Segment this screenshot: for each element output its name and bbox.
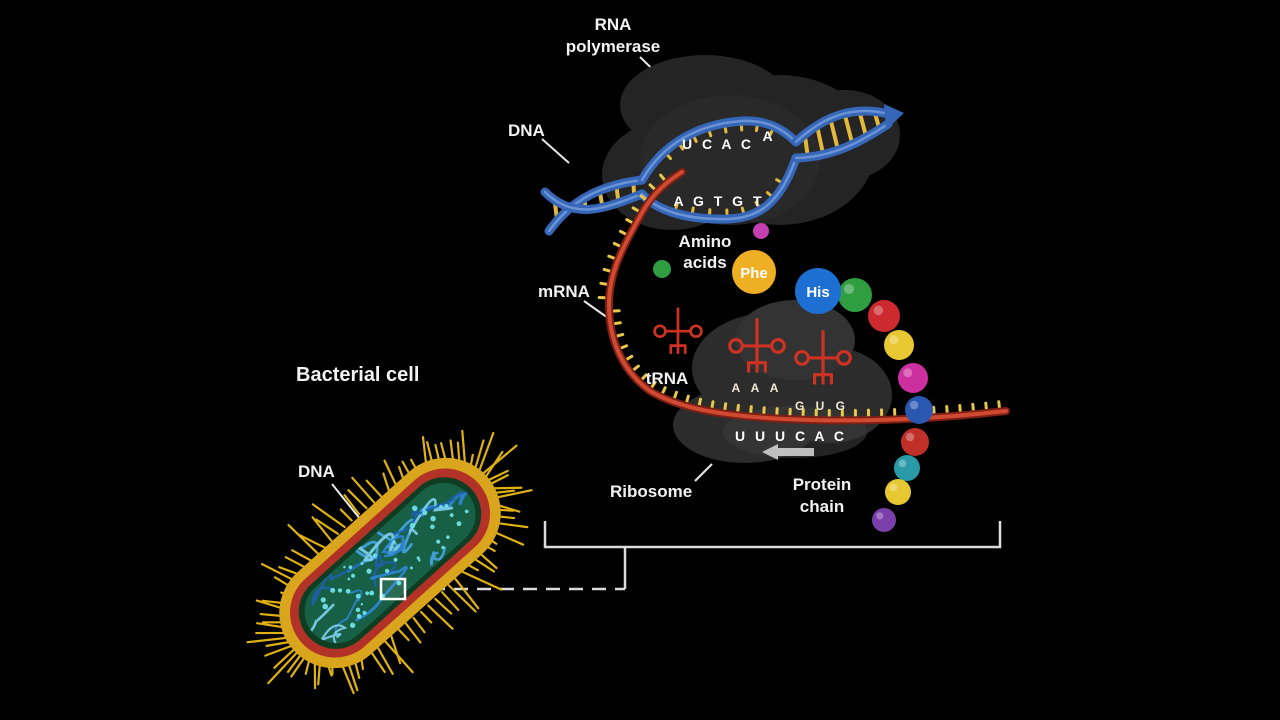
ribosome-label: Ribosome — [610, 482, 692, 501]
bacterial-cell-fimbriae — [246, 429, 533, 695]
trna-label: tRNA — [646, 369, 689, 388]
bubble-top-next-base: A — [762, 128, 775, 144]
amino-acids-label-line2: acids — [683, 253, 726, 272]
phe-label: Phe — [740, 265, 768, 282]
anticodon-aaa: A A A — [732, 381, 783, 395]
anticodon-gug: G U G — [795, 399, 849, 413]
bacterial-cell-label: Bacterial cell — [296, 364, 419, 386]
dna-cell-label: DNA — [298, 462, 335, 481]
rna-polymerase-label-line1: RNA — [595, 15, 632, 34]
mrna-pointer — [583, 300, 609, 319]
bubble-bottom-sequence: A G T G T — [673, 193, 764, 209]
mrna-label: mRNA — [538, 282, 590, 301]
protein-chain-label-line1: Protein — [793, 475, 852, 494]
ribosome-pointer — [694, 463, 713, 482]
dna-top-label: DNA — [508, 121, 545, 140]
his-label: His — [806, 284, 829, 301]
rna-polymerase-label-line2: polymerase — [566, 37, 661, 56]
bubble-top-sequence: U C A C — [682, 136, 754, 152]
zoom-bracket — [408, 521, 1002, 591]
zoom-region-box — [379, 577, 407, 601]
amino-acid-dot-magenta — [753, 223, 769, 239]
bacterial-cell-body — [279, 457, 501, 669]
ribosome-direction-arrow-icon — [762, 444, 814, 460]
bracket-line — [543, 521, 1002, 549]
his-amino-acid — [795, 268, 841, 314]
amino-acid-dot-green — [653, 260, 671, 278]
dna-helix — [540, 104, 904, 236]
protein-chain — [838, 278, 933, 532]
amino-acids-label-line1: Amino — [679, 232, 732, 251]
protein-chain-label-line2: chain — [800, 497, 844, 516]
mrna-strand — [597, 168, 1010, 425]
phe-amino-acid — [732, 250, 776, 294]
dna-top-pointer — [541, 138, 570, 164]
mrna-codon-sequence: U U U C A C — [735, 428, 847, 444]
